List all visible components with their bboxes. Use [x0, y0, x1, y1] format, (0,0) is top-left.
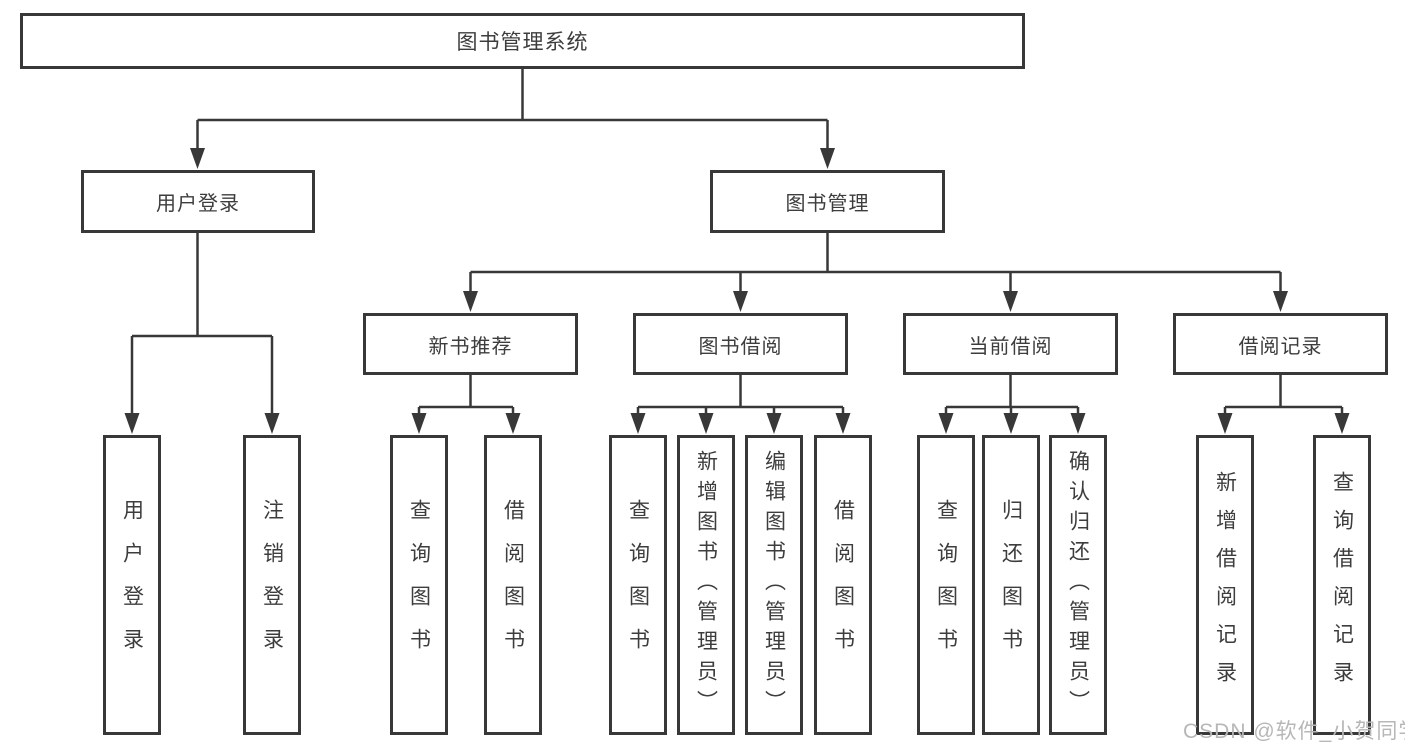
leaf-label: 查询图书 [407, 499, 431, 671]
arrow-down-icon [1217, 413, 1233, 434]
leaf-label: 注销登录 [260, 499, 284, 671]
node-current-borrowing: 当前借阅 [903, 313, 1118, 375]
leaf-label: 归还图书 [999, 499, 1023, 671]
arrow-down-icon [630, 413, 646, 434]
arrow-down-icon [1273, 291, 1288, 312]
arrow-down-icon [1334, 413, 1350, 434]
arrow-down-icon [766, 413, 782, 434]
leaf-label: 查询图书 [934, 499, 958, 671]
leaf-label: 新增借阅记录 [1213, 471, 1237, 699]
node-book-management: 图书管理 [710, 170, 945, 233]
node-label: 图书借阅 [698, 335, 783, 358]
arrowhead-icons [124, 148, 1350, 434]
arrow-down-icon [733, 291, 748, 312]
leaf-confirm-return-admin: 确认归还（管理员） [1049, 435, 1107, 735]
node-label: 新书推荐 [428, 335, 513, 358]
arrow-down-icon [820, 148, 835, 169]
node-user-login: 用户登录 [81, 170, 315, 233]
node-label: 图书管理 [785, 193, 870, 215]
leaf-logout: 注销登录 [243, 435, 301, 735]
arrow-down-icon [938, 413, 954, 434]
node-root-label: 图书管理系统 [456, 31, 589, 54]
leaf-edit-books-admin: 编辑图书（管理员） [745, 435, 803, 735]
arrow-down-icon [124, 413, 140, 434]
node-label: 用户登录 [156, 193, 240, 215]
leaf-label: 借阅图书 [831, 499, 855, 671]
leaf-query-borrow-record: 查询借阅记录 [1313, 435, 1371, 735]
connector-paths [130, 69, 1344, 416]
leaf-label: 编辑图书（管理员） [762, 450, 786, 720]
leaf-user-login: 用户登录 [103, 435, 161, 735]
arrow-down-icon [190, 148, 205, 169]
arrow-down-icon [505, 413, 521, 434]
node-book-borrowing: 图书借阅 [633, 313, 848, 375]
arrow-down-icon [698, 413, 714, 434]
arrow-down-icon [835, 413, 851, 434]
leaf-label: 新增图书（管理员） [694, 450, 718, 720]
leaf-return-books: 归还图书 [982, 435, 1040, 735]
watermark: CSDN @软件_小贺同学 [1183, 720, 1405, 743]
leaf-add-books-admin: 新增图书（管理员） [677, 435, 735, 735]
node-label: 借阅记录 [1238, 335, 1323, 358]
leaf-query-books-borrowing: 查询图书 [609, 435, 667, 735]
arrow-down-icon [411, 413, 427, 434]
node-label: 当前借阅 [968, 335, 1053, 358]
leaf-query-books-current: 查询图书 [917, 435, 975, 735]
node-borrowing-records: 借阅记录 [1173, 313, 1388, 375]
leaf-query-books-recommend: 查询图书 [390, 435, 448, 735]
node-root: 图书管理系统 [20, 13, 1025, 69]
leaf-label: 查询图书 [626, 499, 650, 671]
arrow-down-icon [463, 291, 478, 312]
arrow-down-icon [264, 413, 280, 434]
leaf-borrow-books: 借阅图书 [814, 435, 872, 735]
leaf-borrow-books-recommend: 借阅图书 [484, 435, 542, 735]
arrow-down-icon [1070, 413, 1086, 434]
leaf-label: 借阅图书 [501, 499, 525, 671]
leaf-label: 确认归还（管理员） [1066, 450, 1090, 720]
node-new-book-recommend: 新书推荐 [363, 313, 578, 375]
leaf-label: 用户登录 [120, 499, 144, 671]
leaf-add-borrow-record: 新增借阅记录 [1196, 435, 1254, 735]
arrow-down-icon [1003, 291, 1018, 312]
leaf-label: 查询借阅记录 [1330, 471, 1354, 699]
arrow-down-icon [1003, 413, 1019, 434]
